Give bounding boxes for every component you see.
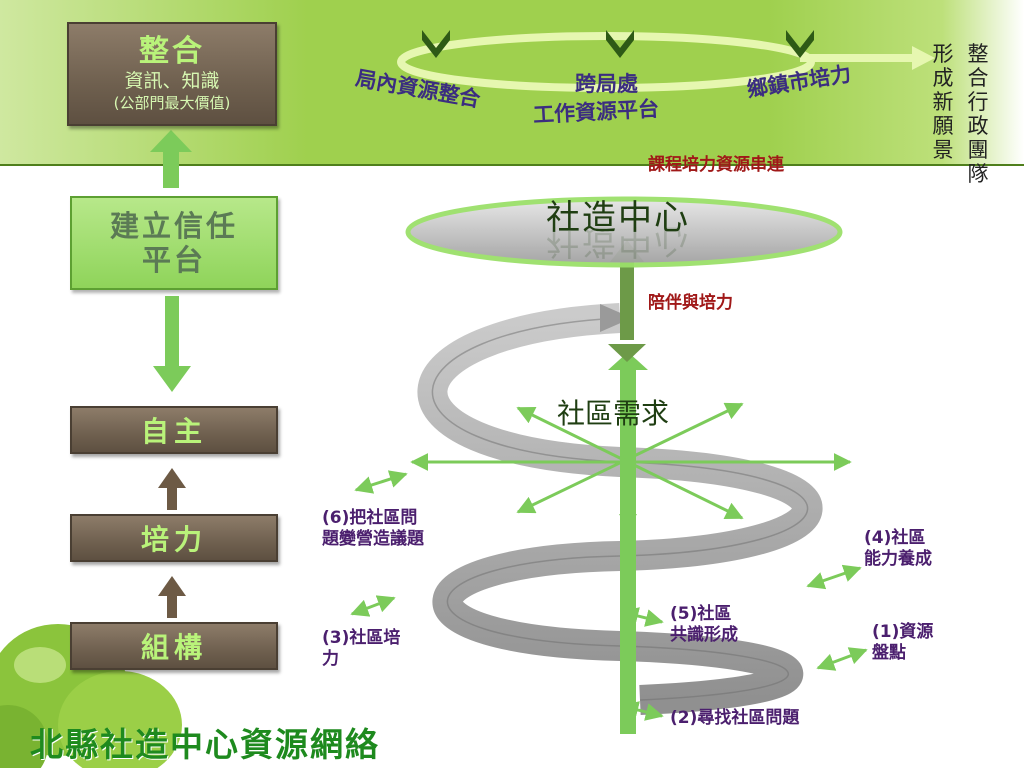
chevron-down-icon xyxy=(786,30,814,58)
integration-box: 整合 資訊、知識 (公部門最大價值) xyxy=(67,22,277,126)
integration-title: 整合 xyxy=(139,34,205,69)
autonomy-box: 自主 xyxy=(70,406,278,454)
community-needs-label: 社區需求 xyxy=(557,397,670,430)
trust-line2: 平台 xyxy=(141,243,206,277)
step-4-line2: 能力養成 xyxy=(864,549,932,569)
center-name: 社造中心 xyxy=(546,198,690,238)
top-cycle-ellipse xyxy=(397,30,935,92)
autonomy-label: 自主 xyxy=(140,415,207,448)
step-3-line1: (3)社區培 xyxy=(322,628,401,648)
trust-platform-box: 建立信任 平台 xyxy=(70,196,278,290)
step-6-line2: 題變營造議題 xyxy=(322,529,424,549)
chevron-down-icon xyxy=(606,30,634,58)
step-5-label: (5)社區 共識形成 xyxy=(670,604,738,646)
spiral-ribbon xyxy=(417,303,823,715)
center-name-reflection: 社造中心 xyxy=(546,221,690,261)
center-ellipse xyxy=(405,196,843,268)
step-5-line2: 共識形成 xyxy=(670,625,738,645)
integration-note: (公部門最大價值) xyxy=(113,94,231,112)
step-2-label: (2)尋找社區問題 xyxy=(670,708,800,728)
chevron-down-icon xyxy=(422,30,450,58)
step-1-line1: (1)資源 xyxy=(872,622,934,642)
step-3-label: (3)社區培 力 xyxy=(322,628,400,670)
step-1-label: (1)資源 盤點 xyxy=(872,622,933,664)
empowerment-label: 培力 xyxy=(140,523,207,556)
empowerment-box: 培力 xyxy=(70,514,278,562)
step-6-line1: (6)把社區問 xyxy=(322,508,418,528)
step-5-line1: (5)社區 xyxy=(670,604,732,624)
step-6-label: (6)把社區問 題變營造議題 xyxy=(322,508,424,550)
needs-starburst xyxy=(410,398,852,532)
integration-subtitle: 資訊、知識 xyxy=(124,70,220,92)
course-resource-label: 課程培力資源串連 xyxy=(648,155,784,175)
step-arrows xyxy=(350,470,868,721)
admin-team-label: 整合行政團隊 xyxy=(967,42,989,186)
step-4-label: (4)社區 能力養成 xyxy=(864,528,932,570)
left-column-arrows xyxy=(150,130,192,618)
cross-bureau-label: 跨局處 xyxy=(575,72,638,96)
accompany-label: 陪伴與培力 xyxy=(648,293,733,313)
new-vision-label: 形成新願景 xyxy=(932,42,954,162)
page-title: 北縣社造中心資源網絡 xyxy=(30,725,380,764)
organize-box: 組構 xyxy=(70,622,278,670)
organize-label: 組構 xyxy=(140,631,207,664)
banner-divider xyxy=(0,164,1024,166)
step-1-line2: 盤點 xyxy=(872,643,906,663)
trust-line1: 建立信任 xyxy=(109,209,238,243)
step-3-line2: 力 xyxy=(322,649,339,669)
step-4-line1: (4)社區 xyxy=(864,528,926,548)
